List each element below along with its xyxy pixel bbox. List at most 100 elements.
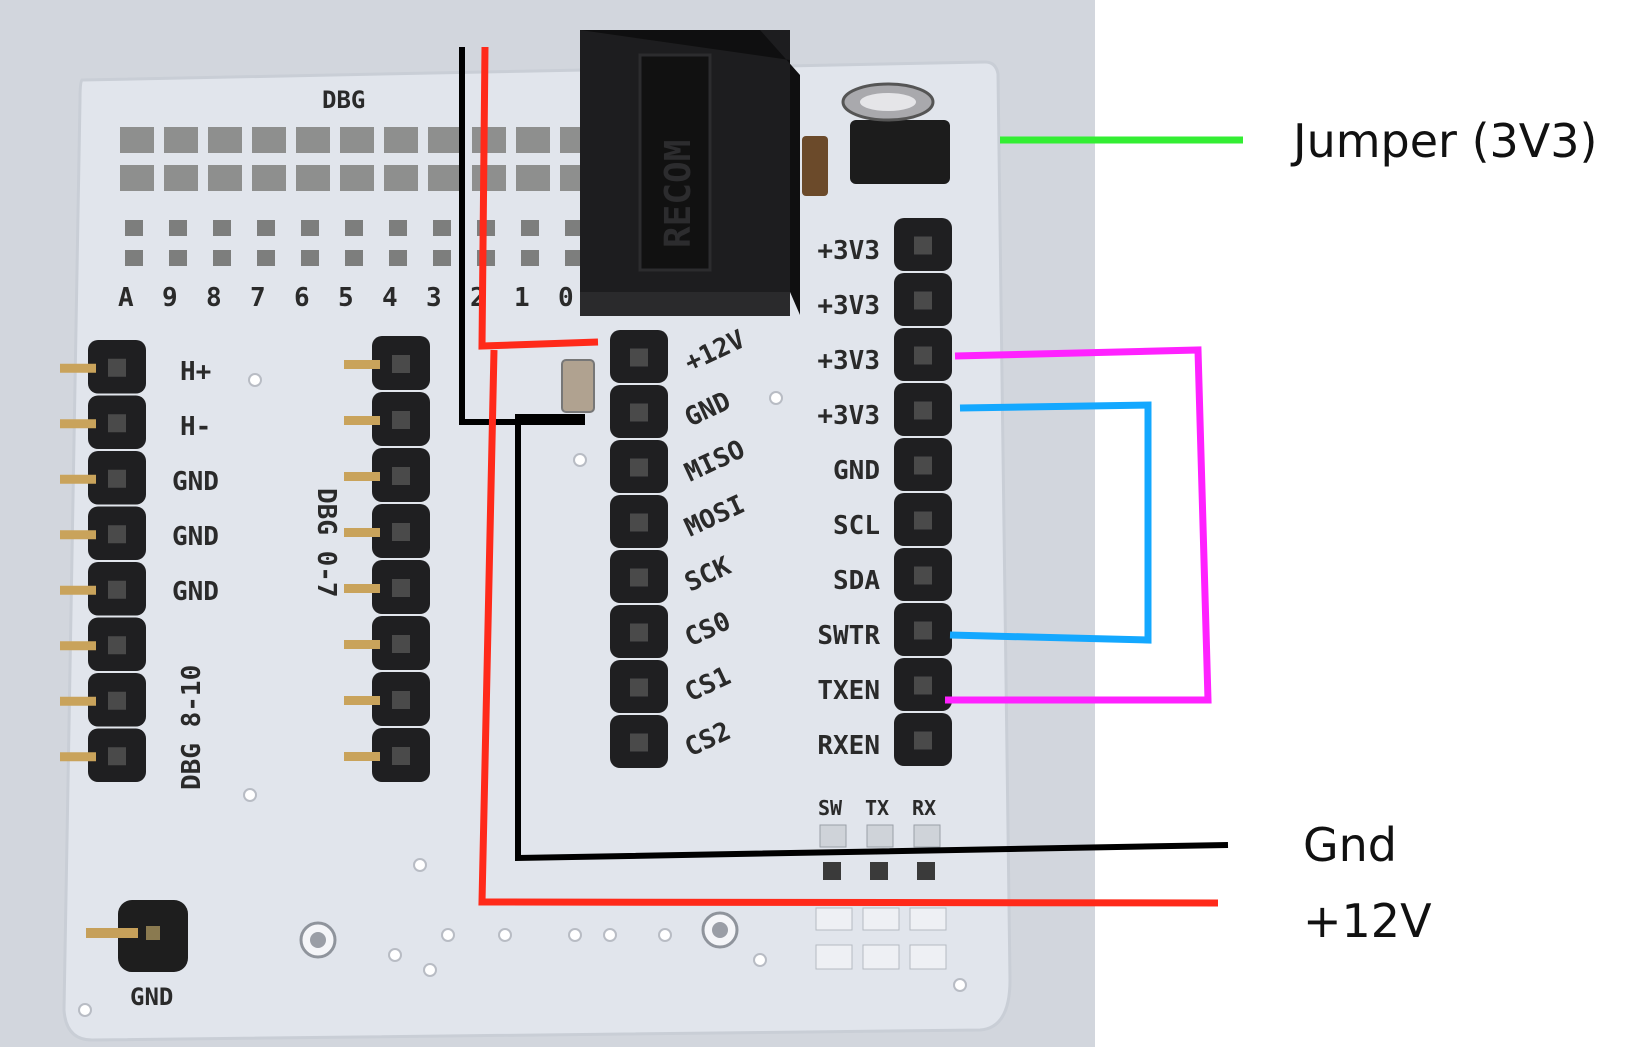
via (248, 373, 262, 387)
top-small-pad (565, 250, 583, 266)
left-header-label: GND (172, 522, 219, 552)
right-header-label: GND (833, 456, 880, 486)
top-pad (120, 165, 154, 191)
header-pin-lead (60, 752, 96, 762)
header-pin-lead (60, 530, 96, 540)
header-pin (914, 676, 932, 695)
gnd-annotation: Gnd (1303, 818, 1397, 872)
v12-wire (478, 46, 599, 350)
header-pin-lead (60, 696, 96, 706)
mounting-hole-center (712, 922, 728, 938)
top-small-pad (257, 220, 275, 236)
via (568, 928, 582, 942)
right-header-label: SWTR (817, 621, 880, 651)
top-small-pad (169, 220, 187, 236)
led-pad (862, 907, 900, 931)
top-small-pad (521, 250, 539, 266)
header-pin-lead (344, 528, 380, 537)
right-header-label: RXEN (817, 731, 880, 761)
header-pin (914, 346, 932, 365)
top-pad (252, 127, 286, 153)
via (753, 953, 767, 967)
mid-header (344, 336, 430, 782)
left-header-label: GND (172, 577, 219, 607)
dbg-top-label: DBG (322, 86, 365, 114)
v12-annotation: +12V (1303, 894, 1432, 948)
header-pin (392, 355, 410, 373)
top-small-pad (301, 250, 319, 266)
header-pin (392, 747, 410, 765)
led-label: RX (912, 796, 936, 820)
header-pin-lead (60, 585, 96, 595)
via (388, 948, 402, 962)
bottom-gnd-label: GND (130, 983, 173, 1011)
header-pin-lead (344, 584, 380, 593)
header-pin (630, 513, 648, 532)
header-pin (914, 731, 932, 750)
header-pin (914, 566, 932, 585)
led-smd (870, 862, 888, 880)
header-pin (914, 291, 932, 310)
top-small-pad (433, 250, 451, 266)
header-pin (392, 467, 410, 485)
top-pad (340, 165, 374, 191)
led-label: TX (865, 796, 889, 820)
top-small-pad (521, 220, 539, 236)
header-pin-lead (344, 472, 380, 481)
header-pin (108, 358, 126, 377)
top-pad (472, 127, 506, 153)
led-pad (815, 944, 853, 970)
header-pin-lead (344, 696, 380, 705)
right-header-label: +3V3 (817, 291, 880, 321)
header-pin-lead (344, 360, 380, 369)
top-pad-number: 6 (294, 283, 310, 313)
header-pin (108, 469, 126, 488)
top-pad (296, 165, 330, 191)
top-small-pad (213, 250, 231, 266)
via (658, 928, 672, 942)
header-pin-lead (344, 640, 380, 649)
top-small-pad (125, 250, 143, 266)
top-pad-number: 7 (250, 283, 266, 313)
header-pin-lead (60, 419, 96, 429)
top-pad-number: A (118, 283, 134, 313)
top-pad-number: 9 (162, 283, 178, 313)
header-pin (108, 636, 126, 655)
header-pin-lead (60, 641, 96, 651)
header-pin (108, 747, 126, 766)
top-small-pad (301, 220, 319, 236)
top-pad-number: 1 (514, 283, 530, 313)
top-small-pad (565, 220, 583, 236)
top-pad (384, 165, 418, 191)
bottom-gnd-header (86, 900, 188, 972)
via (953, 978, 967, 992)
top-pad-number: 5 (338, 283, 354, 313)
led-area: SW TX RX (815, 796, 947, 970)
led-pad (815, 907, 853, 931)
via (78, 1003, 92, 1017)
top-pad-number: 3 (426, 283, 442, 313)
top-small-pad (125, 220, 143, 236)
mid-header-vertical-label: DBG 0-7 (311, 488, 341, 598)
top-pad (384, 127, 418, 153)
top-pad-number: 8 (206, 283, 222, 313)
v12-wire-long (478, 349, 1219, 907)
spi-header (610, 330, 668, 768)
left-header (60, 340, 146, 782)
header-pin (630, 623, 648, 642)
blue-wire (949, 401, 1152, 644)
top-pad (208, 165, 242, 191)
mounting-hole-center (310, 932, 326, 948)
top-small-pad (389, 220, 407, 236)
annotation-wires (459, 46, 1243, 907)
header-pin (630, 568, 648, 587)
header-pin (914, 401, 932, 420)
top-small-pad (433, 220, 451, 236)
header-pin (108, 580, 126, 599)
led-label: SW (818, 796, 843, 820)
top-pad-rows (120, 127, 594, 266)
top-small-pad (213, 220, 231, 236)
